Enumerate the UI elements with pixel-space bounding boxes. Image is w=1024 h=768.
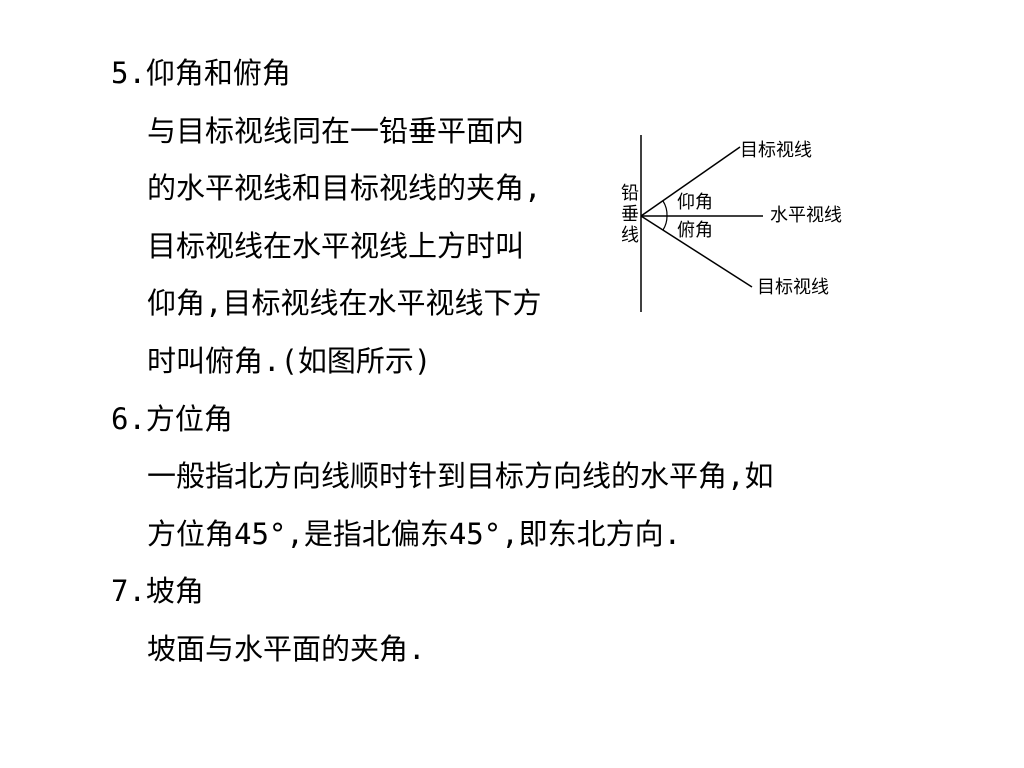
section-7-heading: 7.坡角 [111,574,204,608]
vertical-line-label-3: 线 [621,225,639,246]
elevation-angle-label: 仰角 [677,192,713,213]
elevation-depression-diagram: 铅 垂 线 仰角 俯角 水平视线 目标视线 目标视线 [600,125,880,315]
lower-target-sight-label: 目标视线 [757,277,829,298]
section-6-heading: 6.方位角 [111,402,233,436]
upper-target-sight-line [640,146,741,217]
section-5-line-1: 与目标视线同在一铅垂平面内 [147,114,525,148]
depression-angle-label: 俯角 [677,220,713,241]
upper-target-sight-label: 目标视线 [740,140,812,161]
section-5-line-2: 的水平视线和目标视线的夹角, [147,171,542,205]
section-5-line-5: 时叫俯角.(如图所示) [147,344,432,378]
section-6-line-1: 一般指北方向线顺时针到目标方向线的水平角,如 [147,459,774,493]
vertical-line-label-1: 铅 [621,183,639,204]
section-5-line-3: 目标视线在水平视线上方时叫 [147,229,525,263]
section-5-line-4: 仰角,目标视线在水平视线下方 [147,286,542,320]
lower-target-sight-line [640,215,753,288]
elevation-arc [662,200,668,217]
depression-arc [662,215,668,231]
vertical-line-label-2: 垂 [621,204,639,225]
section-7-line-1: 坡面与水平面的夹角. [147,632,426,666]
section-6-line-2: 方位角45°,是指北偏东45°,即东北方向. [147,517,682,551]
horizontal-sight-label: 水平视线 [770,205,842,226]
diagram-svg [640,135,763,312]
section-5-heading: 5.仰角和俯角 [111,56,291,90]
